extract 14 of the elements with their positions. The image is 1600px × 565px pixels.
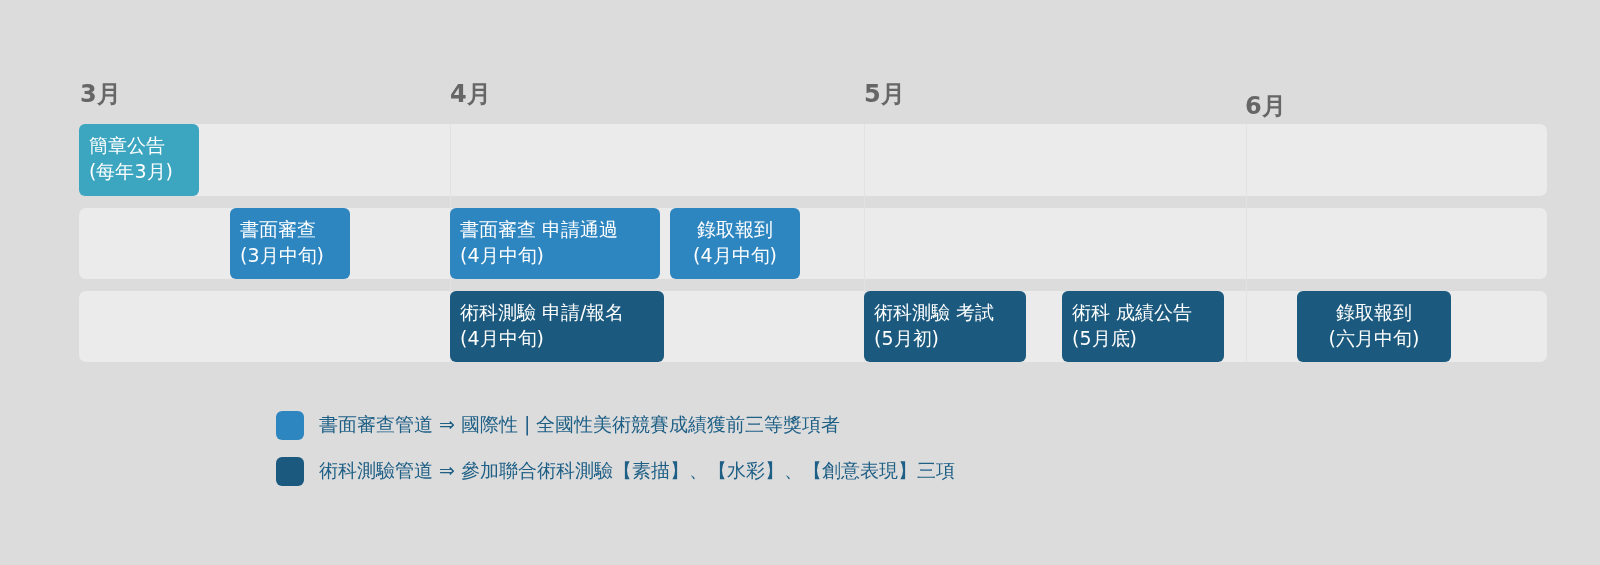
- event-box: 術科測驗 考試 (5月初): [864, 291, 1026, 362]
- month-label: 5月: [864, 79, 905, 110]
- month-label: 3月: [80, 79, 121, 110]
- event-box: 簡章公告 (每年3月): [79, 124, 199, 196]
- legend-text: 術科測驗管道 ⇒ 參加聯合術科測驗【素描】、【水彩】、【創意表現】三項: [319, 458, 955, 483]
- month-label: 6月: [1245, 91, 1286, 122]
- month-label: 4月: [450, 79, 491, 110]
- event-box: 錄取報到 (4月中旬): [670, 208, 800, 279]
- event-box: 術科 成績公告 (5月底): [1062, 291, 1224, 362]
- event-box: 書面審查 (3月中旬): [230, 208, 350, 279]
- event-box: 錄取報到 (六月中旬): [1297, 291, 1451, 362]
- event-box: 書面審查 申請通過 (4月中旬): [450, 208, 660, 279]
- event-box: 術科測驗 申請/報名 (4月中旬): [450, 291, 664, 362]
- legend-text: 書面審查管道 ⇒ 國際性 | 全國性美術競賽成績獲前三等獎項者: [319, 412, 841, 438]
